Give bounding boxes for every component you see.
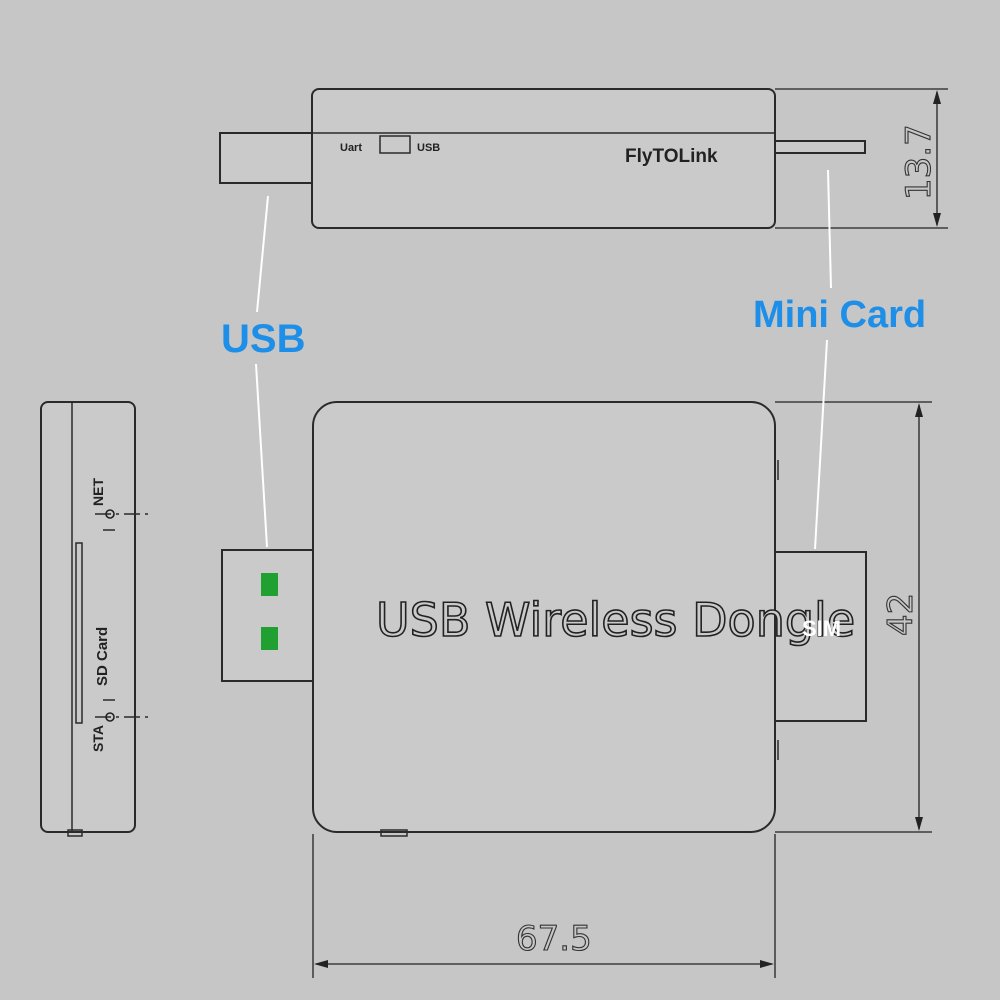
top-height-dimension: 42 bbox=[881, 593, 921, 636]
top-width-arrow-left bbox=[314, 960, 328, 968]
side-dim-arrow-top bbox=[933, 90, 941, 104]
side-view: Uart USB FlyTOLink 13.7 bbox=[219, 88, 948, 229]
side-mode-switch bbox=[379, 135, 411, 154]
top-view: USB Wireless Dongle SIM 67.5 42 bbox=[221, 401, 932, 978]
top-body bbox=[312, 401, 776, 833]
end-sta-led-icon bbox=[105, 712, 115, 722]
end-bottom-tab bbox=[67, 829, 83, 837]
top-height-arrow-top bbox=[915, 403, 923, 417]
end-body bbox=[40, 401, 136, 833]
side-mini-card-strip bbox=[772, 140, 866, 154]
side-body bbox=[311, 88, 776, 229]
mini-card-callout-line-lower bbox=[814, 339, 828, 550]
usb-callout-label: USB bbox=[221, 317, 305, 361]
end-sd-slot bbox=[75, 542, 83, 724]
end-net-label: NET bbox=[90, 478, 106, 506]
top-width-dimension: 67.5 bbox=[516, 919, 592, 959]
usb-callout-line-upper bbox=[256, 195, 269, 313]
top-width-arrow-right bbox=[760, 960, 774, 968]
mini-card-callout-line-upper bbox=[827, 169, 832, 289]
top-usb-contact-top bbox=[261, 573, 278, 596]
top-bottom-tab bbox=[380, 829, 408, 837]
side-brand-label: FlyTOLink bbox=[625, 146, 718, 167]
top-sim-card bbox=[772, 551, 867, 722]
side-switch-uart-label: Uart bbox=[340, 142, 362, 154]
mini-card-callout-label: Mini Card bbox=[753, 294, 926, 336]
top-height-arrow-bottom bbox=[915, 817, 923, 831]
side-height-dimension: 13.7 bbox=[899, 124, 939, 200]
end-sd-card-label: SD Card bbox=[94, 627, 111, 686]
end-net-led-icon bbox=[105, 509, 115, 519]
usb-callout-line-lower bbox=[255, 363, 268, 548]
side-usb-plug bbox=[219, 132, 317, 184]
end-sta-label: STA bbox=[90, 725, 106, 752]
top-usb-plug bbox=[221, 549, 319, 682]
top-sim-label: SIM bbox=[802, 616, 841, 641]
side-dim-arrow-bottom bbox=[933, 213, 941, 227]
end-view: NET SD Card STA bbox=[40, 401, 150, 837]
callouts: USB Mini Card bbox=[221, 169, 926, 550]
top-usb-contact-bottom bbox=[261, 627, 278, 650]
top-title-label: USB Wireless Dongle bbox=[376, 593, 855, 647]
side-switch-usb-label: USB bbox=[417, 142, 440, 154]
